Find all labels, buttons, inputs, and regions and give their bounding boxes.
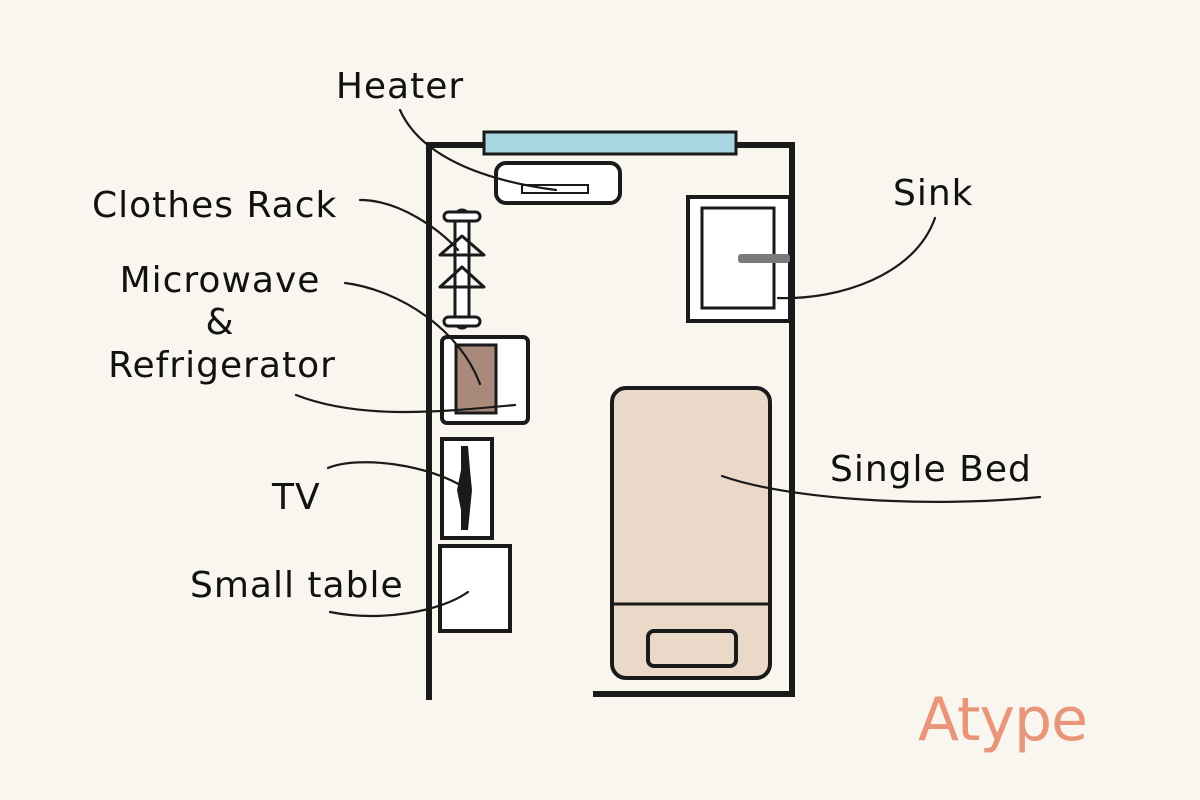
brand-letter: A bbox=[918, 685, 959, 755]
tv-unit bbox=[440, 437, 494, 540]
microwave-refrigerator bbox=[440, 335, 530, 425]
label-microwave-line3: Refrigerator bbox=[108, 345, 336, 386]
brand-logo: Atype bbox=[918, 685, 1087, 755]
small-table bbox=[438, 544, 512, 633]
leader-lines bbox=[294, 108, 1042, 617]
hanger-icon bbox=[438, 234, 486, 289]
label-microwave-line2: & bbox=[205, 302, 234, 343]
clothes-rack bbox=[438, 208, 486, 330]
label-tv: TV bbox=[271, 477, 321, 518]
label-single-bed: Single Bed bbox=[830, 449, 1032, 490]
window bbox=[482, 130, 738, 156]
label-microwave-line1: Microwave bbox=[120, 260, 321, 301]
leader-refrigerator bbox=[294, 393, 517, 414]
leader-tv bbox=[326, 461, 467, 490]
leader-sink bbox=[776, 216, 937, 300]
label-heater: Heater bbox=[336, 66, 464, 107]
label-sink: Sink bbox=[893, 173, 974, 214]
sink bbox=[686, 195, 792, 323]
label-small-table: Small table bbox=[190, 565, 404, 606]
brand-rest: type bbox=[957, 685, 1087, 755]
label-clothes-rack: Clothes Rack bbox=[92, 185, 337, 226]
leader-heater bbox=[398, 108, 558, 192]
leader-single-bed bbox=[720, 474, 1042, 503]
leader-clothes-rack bbox=[358, 198, 460, 252]
single-bed bbox=[610, 386, 772, 680]
leader-small-table bbox=[328, 590, 470, 617]
leader-microwave bbox=[343, 281, 482, 386]
